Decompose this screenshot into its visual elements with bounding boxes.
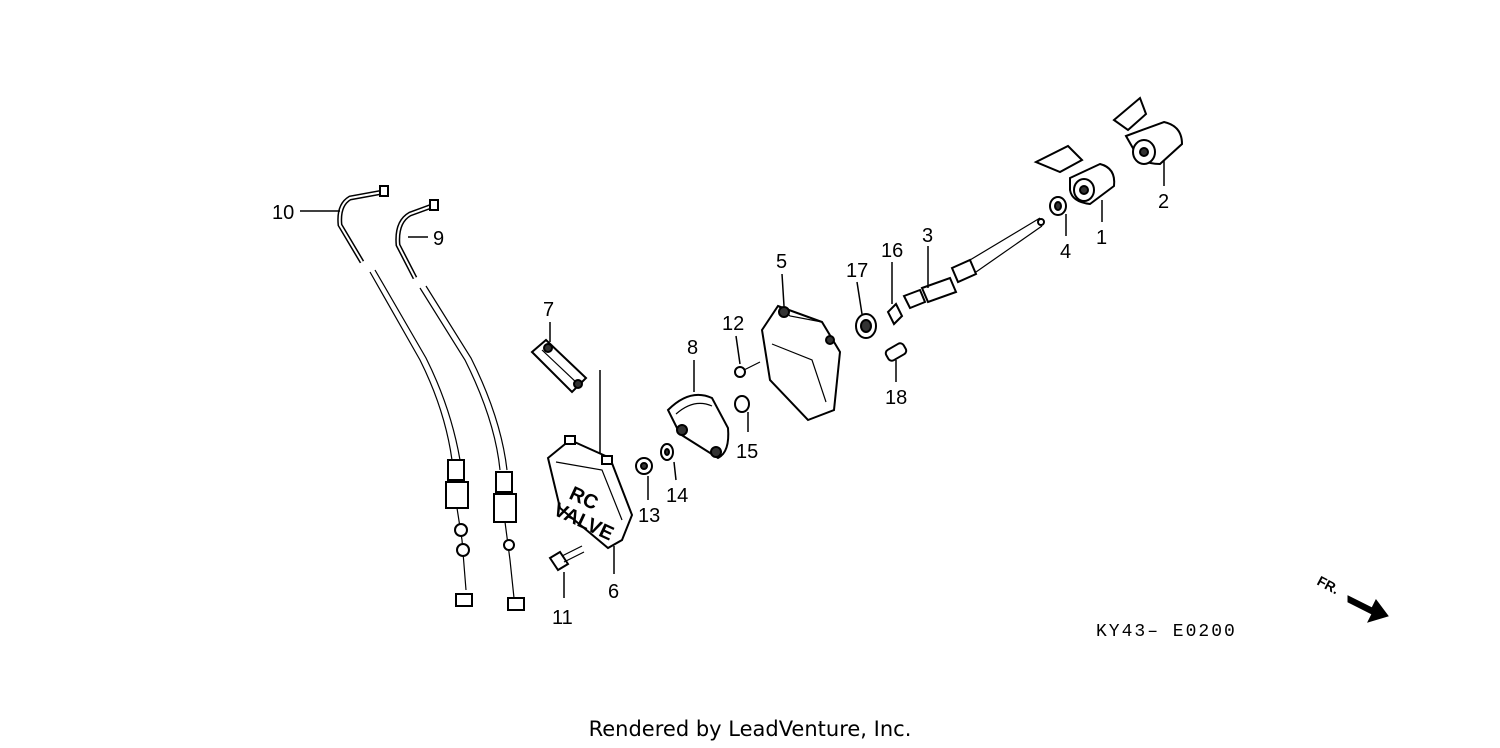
callout-15: 15 <box>736 441 758 463</box>
callout-16: 16 <box>881 240 903 262</box>
callout-4: 4 <box>1060 241 1071 263</box>
callout-1: 1 <box>1096 227 1107 249</box>
part-3-valve-shaft <box>902 217 1045 310</box>
front-arrow-icon <box>1347 595 1389 623</box>
callout-5: 5 <box>776 251 787 273</box>
leader-lines <box>300 160 1165 598</box>
callout-11: 11 <box>552 607 573 629</box>
part-9-cable <box>395 199 525 611</box>
part-7-spring-link <box>530 338 588 394</box>
part-15-washer <box>734 395 750 413</box>
callout-2: 2 <box>1158 191 1169 213</box>
part-10-cable <box>337 185 473 607</box>
part-5-valve-housing <box>760 304 842 422</box>
callout-labels: 10 9 7 8 12 5 17 16 3 4 1 2 18 15 14 13 … <box>272 191 1169 629</box>
part-4-collar <box>1049 196 1067 216</box>
part-18-pin <box>884 342 908 362</box>
part-8-valve-pulley <box>666 394 730 460</box>
rendered-by-footer: Rendered by LeadVenture, Inc. <box>589 717 912 741</box>
callout-18: 18 <box>885 387 907 409</box>
callout-12: 12 <box>722 313 744 335</box>
callout-17: 17 <box>846 260 868 282</box>
part-16-clip <box>886 302 904 326</box>
callout-8: 8 <box>687 337 698 359</box>
part-17-bearing <box>855 313 877 339</box>
part-1-pulley-arm <box>1033 144 1116 206</box>
callout-14: 14 <box>666 485 688 507</box>
part-6-rc-valve-cover: RC VALVE <box>546 435 634 550</box>
part-12-bolt <box>734 361 761 378</box>
callout-13: 13 <box>638 505 660 527</box>
callout-9: 9 <box>433 228 444 250</box>
part-2-pulley-arm <box>1112 96 1184 166</box>
callout-10: 10 <box>272 202 294 224</box>
callout-6: 6 <box>608 581 619 603</box>
diagram-code: KY43– E0200 <box>1096 622 1237 642</box>
callout-3: 3 <box>922 225 933 247</box>
part-11-bolt <box>548 545 585 572</box>
front-direction-indicator: FR. <box>1315 573 1389 623</box>
callout-7: 7 <box>543 299 554 321</box>
front-label: FR. <box>1315 573 1342 598</box>
